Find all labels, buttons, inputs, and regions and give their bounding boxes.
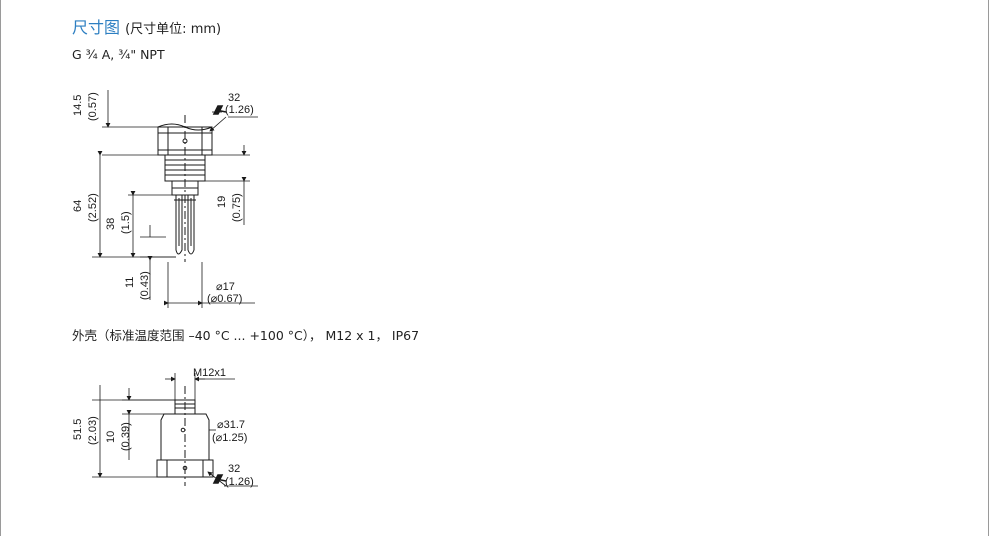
drawing2-caption: 外壳（标准温度范围 –40 °C ... +100 °C）， M12 x 1， … xyxy=(72,328,420,343)
dim-51-5-label: 51.5 xyxy=(72,419,84,440)
diameter-inch-label: (⌀0.67) xyxy=(207,293,242,305)
thread-label: M12x1 xyxy=(193,367,226,379)
page-title-main: 尺寸图 xyxy=(72,18,121,37)
drawing1-wrench-icon xyxy=(212,105,227,115)
drawing1-caption: G ¾ A, ¾" NPT xyxy=(72,47,165,62)
dim-10-inch-label: (0.39) xyxy=(120,422,132,451)
housing-diameter-inch-label: (⌀1.25) xyxy=(212,432,247,444)
wrench-size-label: 32 xyxy=(228,92,240,104)
drawing2-housing xyxy=(156,386,214,486)
housing-wrench-size-inch-label: (1.26) xyxy=(225,476,254,488)
drawing1-fork-tine-right xyxy=(187,195,195,255)
dim-64-inch-label: (2.52) xyxy=(87,193,99,222)
dim-51-5-inch-label: (2.03) xyxy=(87,416,99,445)
page-title: 尺寸图 (尺寸单位: mm) xyxy=(72,14,221,38)
dim-14-5-label: 14.5 xyxy=(72,95,84,116)
drawing2-wrench-icon xyxy=(212,474,227,484)
housing-diameter-label: ⌀31.7 xyxy=(217,419,245,431)
dim-14-5-inch-label: (0.57) xyxy=(87,92,99,121)
left-page-border xyxy=(0,0,1,536)
page-title-unit-note: (尺寸单位: mm) xyxy=(125,22,222,37)
dim-64-label: 64 xyxy=(72,200,84,212)
drawing1-switch xyxy=(157,115,213,262)
dim-19-inch-label: (0.75) xyxy=(231,193,243,222)
dim-10-label: 10 xyxy=(105,431,117,443)
dim-11-inch-label: (0.43) xyxy=(139,271,151,300)
diameter-label: ⌀17 xyxy=(216,281,235,293)
dim-38-inch-label: (1.5) xyxy=(120,211,132,234)
drawing1-fork-tine-left xyxy=(175,195,183,255)
housing-wrench-size-label: 32 xyxy=(228,463,240,475)
drawing2-dimension-lines xyxy=(92,373,258,487)
dim-19-label: 19 xyxy=(216,196,228,208)
dim-38-label: 38 xyxy=(105,218,117,230)
drawing1-dimension-lines xyxy=(92,90,258,308)
dim-11-label: 11 xyxy=(124,277,136,288)
wrench-size-inch-label: (1.26) xyxy=(225,104,254,116)
